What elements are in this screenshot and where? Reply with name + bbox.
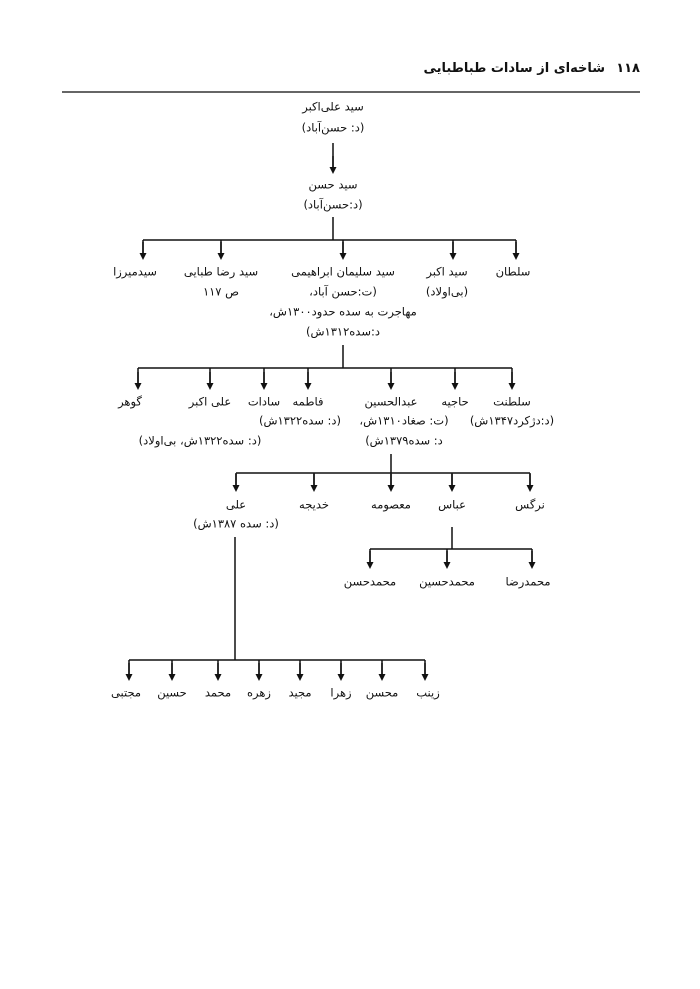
person-name: سیدمیرزا (113, 264, 157, 279)
page-number: ۱۱۸ (616, 61, 640, 76)
arrow-head-icon (206, 383, 214, 390)
arrow-head-icon (214, 674, 222, 681)
arrow-head-icon (217, 253, 225, 260)
person-name: سید سلیمان ابراهیمی (291, 264, 395, 279)
arrow-head-icon (421, 674, 429, 681)
arrow-head-icon (329, 167, 337, 174)
person-name: فاطمه (292, 394, 324, 409)
person-name: سید اکبر (426, 264, 468, 279)
person-note: مهاجرت به سده حدود۱۳۰۰ش، (269, 304, 417, 319)
person-note: (د:دژکرد۱۳۴۷ش) (469, 413, 555, 428)
arrow-head-icon (310, 485, 318, 492)
person-name: حاجیه (441, 394, 469, 409)
person-name: خدیجه (299, 497, 329, 512)
person-note: (ت:حسن آباد، (309, 284, 377, 299)
arrow-head-icon (168, 674, 176, 681)
arrow-head-icon (512, 253, 520, 260)
arrow-head-icon (448, 485, 456, 492)
person-name: محسن (365, 685, 399, 700)
person-name: حسین (157, 685, 187, 700)
person-note: د:سده۱۳۱۲ش) (306, 324, 380, 339)
arrow-head-icon (304, 383, 312, 390)
arrow-head-icon (296, 674, 304, 681)
person-name: محمد (204, 685, 232, 700)
person-name: محمدرضا (505, 574, 551, 589)
person-name: علی اکبر (188, 394, 232, 409)
person-name: نرگس (515, 497, 545, 512)
person-note: (د: حسن‌آباد) (301, 120, 365, 135)
person-name: زهرا (330, 685, 352, 700)
person-note: ص ۱۱۷ (202, 284, 240, 299)
person-name: علی (225, 497, 247, 512)
arrow-head-icon (260, 383, 268, 390)
arrow-head-icon (526, 485, 534, 492)
person-name: عباس (438, 497, 466, 512)
person-note: (د: سده ۱۳۸۷ش) (193, 516, 279, 531)
running-header-title: شاخه‌ای از سادات طباطبایی (423, 61, 605, 76)
person-note: (د: سده۱۳۲۲ش) (258, 413, 342, 428)
arrow-head-icon (443, 562, 451, 569)
arrow-head-icon (387, 485, 395, 492)
person-name: عبدالحسین (364, 394, 418, 409)
arrow-head-icon (134, 383, 142, 390)
person-name: گوهر (118, 394, 142, 409)
arrow-head-icon (337, 674, 345, 681)
arrow-head-icon (232, 485, 240, 492)
arrow-head-icon (255, 674, 263, 681)
arrow-head-icon (528, 562, 536, 569)
arrow-head-icon (449, 253, 457, 260)
person-name: زهره (247, 685, 271, 700)
arrow-head-icon (451, 383, 459, 390)
person-name: زینب (416, 685, 440, 700)
person-note: (د:حسن‌آباد) (303, 197, 363, 212)
person-name: مجید (288, 685, 312, 700)
person-name: مجتبی (110, 685, 142, 700)
person-note: (ت: صغاد۱۳۱۰ش، (359, 413, 449, 428)
arrow-head-icon (339, 253, 347, 260)
arrow-head-icon (125, 674, 133, 681)
person-name: سید علی‌اکبر (302, 99, 364, 114)
person-note: (بی‌اولاد) (425, 284, 469, 299)
arrow-head-icon (508, 383, 516, 390)
person-name: سلطان (495, 264, 531, 279)
person-name: سید حسن (308, 177, 358, 192)
arrow-head-icon (378, 674, 386, 681)
person-name: سید رضا طبایی (183, 264, 259, 279)
person-note: د: سده۱۳۷۹ش) (365, 433, 443, 448)
person-note: (د: سده۱۳۲۲ش، بی‌اولاد) (138, 433, 262, 448)
person-name: سلطنت (493, 394, 531, 409)
arrow-head-icon (387, 383, 395, 390)
arrow-head-icon (366, 562, 374, 569)
person-name: معصومه (371, 497, 411, 512)
header-rule (62, 91, 640, 93)
person-name: سادات (247, 394, 281, 409)
arrow-head-icon (139, 253, 147, 260)
person-name: محمدحسن (343, 574, 397, 589)
person-name: محمدحسین (419, 574, 475, 589)
